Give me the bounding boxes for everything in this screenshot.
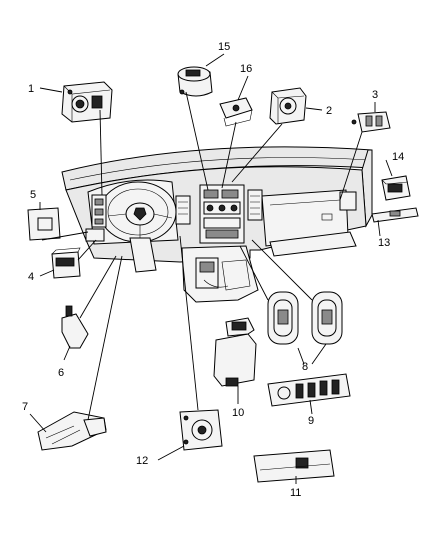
part-switch-right (381, 175, 411, 201)
callout-10: 10 (232, 407, 244, 419)
callout-3: 3 (372, 89, 378, 101)
callout-1: 1 (28, 83, 34, 95)
callout-16: 16 (240, 63, 252, 75)
callout-7: 7 (22, 401, 28, 413)
part-switch-bar (371, 207, 419, 223)
callout-11: 11 (290, 487, 301, 499)
part-switch-bracket (351, 111, 391, 133)
callout-5: 5 (30, 189, 36, 201)
callout-15: 15 (218, 41, 230, 53)
part-switch-block (51, 247, 81, 279)
part-headlamp-switch (61, 81, 113, 123)
part-window-switch (267, 373, 351, 407)
part-pedal-bracket (37, 411, 107, 451)
part-column-switch (61, 305, 89, 349)
callout-4: 4 (28, 271, 34, 283)
callout-2: 2 (326, 105, 332, 117)
callout-12: 12 (136, 455, 148, 467)
callout-8: 8 (302, 361, 308, 373)
leader-lines (29, 53, 393, 484)
callout-9: 9 (308, 415, 314, 427)
instrument-panel (61, 146, 373, 303)
callout-13: 13 (378, 237, 390, 249)
callout-6: 6 (58, 367, 64, 379)
part-switch-bar-lower (253, 449, 335, 483)
part-bezel (27, 207, 61, 241)
part-switch-module (213, 317, 257, 387)
callout-labels: 1 2 3 4 5 6 7 8 9 10 11 12 13 14 15 16 (22, 41, 404, 499)
part-module (177, 66, 213, 97)
part-switch-16 (219, 97, 253, 127)
part-switch-panels (267, 291, 343, 345)
part-rotary-knob (179, 409, 223, 451)
callout-14: 14 (392, 151, 404, 163)
part-rotary-switch (269, 87, 307, 125)
